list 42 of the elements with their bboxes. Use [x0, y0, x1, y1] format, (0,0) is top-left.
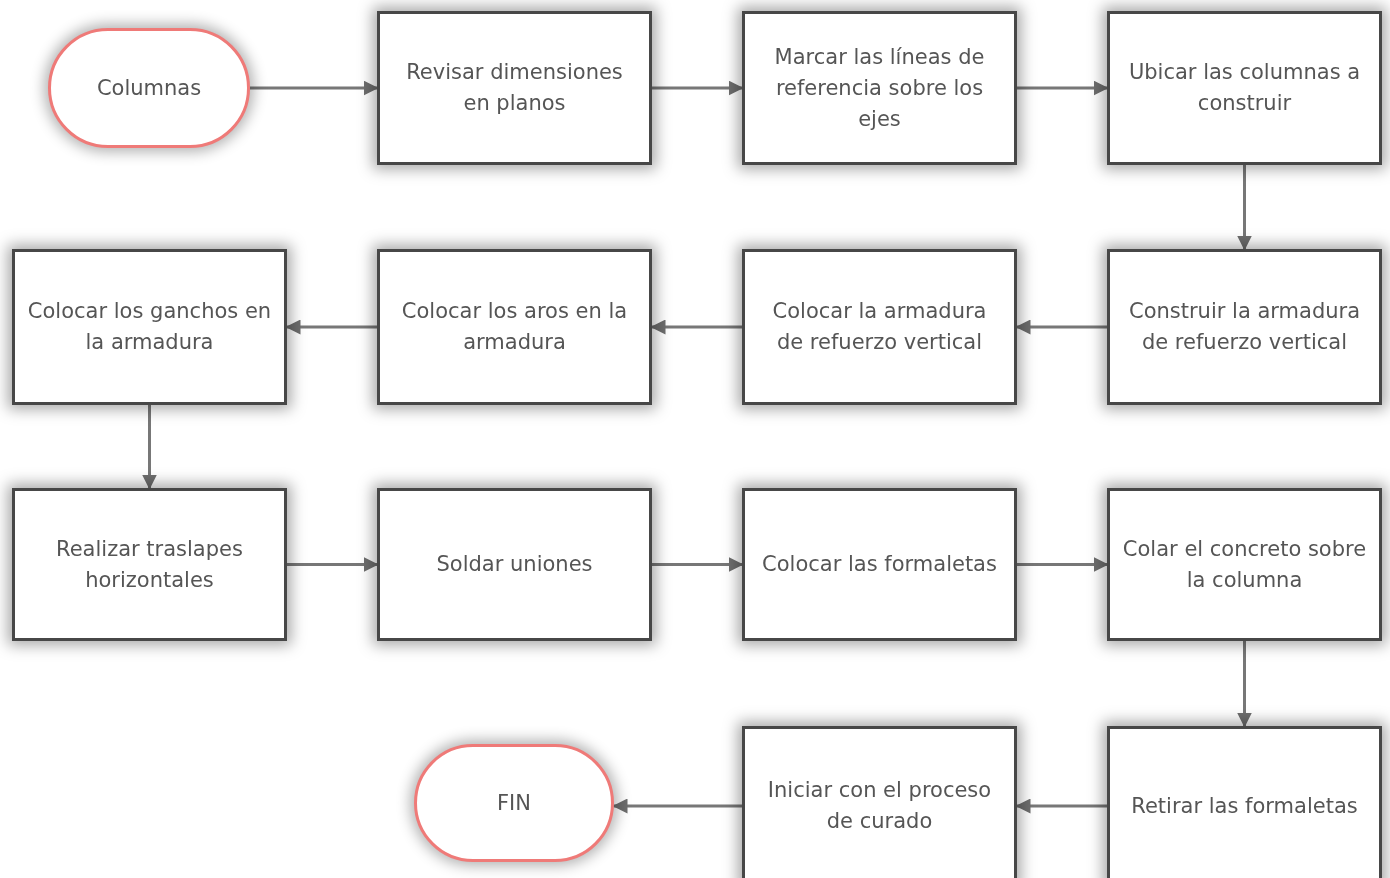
arrow: [287, 557, 379, 572]
process-box: [742, 726, 1017, 878]
node-text: Colocar los ganchos en la armadura: [26, 298, 273, 356]
arrow: [285, 319, 377, 335]
arrow: [1015, 319, 1107, 335]
process-box: [742, 249, 1017, 405]
process-box: [12, 249, 287, 405]
process-box: [1107, 488, 1382, 641]
node-text: Colocar la armadura de refuerzo vertical: [771, 298, 988, 356]
node-text: Realizar traslapes horizontales: [55, 535, 244, 594]
node-text: Iniciar con el proceso de curado: [766, 777, 993, 835]
node-text: Revisar dimensiones en planos: [405, 59, 624, 117]
node-text: Colocar los aros en la armadura: [400, 298, 629, 356]
arrow: [1237, 641, 1252, 728]
process-box: [12, 488, 287, 641]
arrow: [612, 798, 742, 814]
arrow: [1237, 165, 1252, 251]
node-text: Colar el concreto sobre la columna: [1121, 535, 1368, 594]
process-box: [1107, 249, 1382, 405]
arrow: [1017, 80, 1109, 96]
node-text: Columnas: [95, 74, 203, 102]
arrow: [652, 557, 744, 572]
arrow: [250, 80, 379, 96]
process-box: [1107, 11, 1382, 165]
node-text: Ubicar las columnas a construir: [1127, 59, 1362, 117]
process-box: [377, 488, 652, 641]
node-text: Retirar las formaletas: [1130, 792, 1359, 820]
arrow: [142, 405, 157, 490]
node-text: Construir la armadura de refuerzo vertical: [1127, 298, 1362, 356]
node-text: Marcar las líneas de referencia sobre los ejes: [773, 43, 986, 133]
process-box: [742, 11, 1017, 165]
process-box: [1107, 726, 1382, 878]
arrow: [1015, 798, 1107, 814]
process-box: [377, 249, 652, 405]
process-box: [742, 488, 1017, 641]
process-box: [377, 11, 652, 165]
node-text: Colocar las formaletas: [761, 551, 998, 578]
node-text: Soldar uniones: [435, 551, 594, 578]
node-text: FIN: [496, 789, 532, 817]
arrow: [650, 319, 742, 335]
arrow: [1017, 557, 1109, 572]
arrow: [652, 80, 744, 96]
